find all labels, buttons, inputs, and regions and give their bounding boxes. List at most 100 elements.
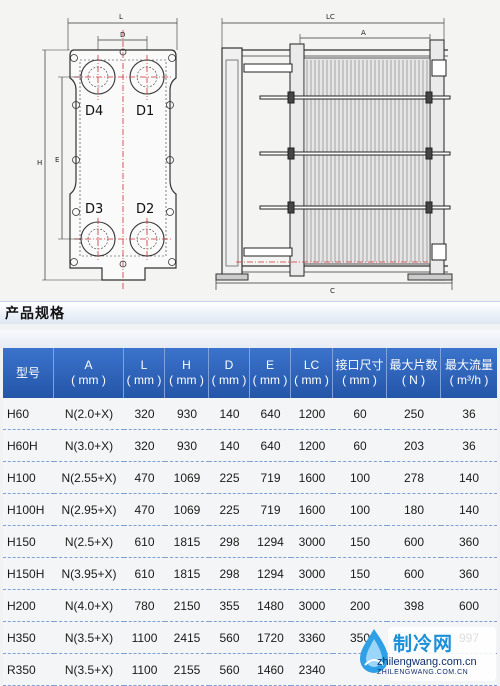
table-cell: 1069 [165, 494, 209, 526]
table-cell: 1294 [250, 558, 291, 590]
column-header-unit: ( mm ) [342, 373, 377, 387]
column-header-unit: ( mm ) [71, 373, 106, 387]
table-cell: 2340 [291, 654, 333, 686]
table-cell: N(4.0+X) [54, 590, 124, 622]
table-cell: 2155 [165, 654, 209, 686]
table-cell: 560 [209, 654, 250, 686]
dim-label-l: L [119, 13, 123, 21]
table-cell: 1815 [165, 558, 209, 590]
section-title: 产品规格 [5, 306, 65, 322]
table-cell: 470 [124, 462, 165, 494]
section-subbar [0, 330, 500, 348]
table-cell: 150 [333, 526, 387, 558]
table-cell: 225 [209, 494, 250, 526]
table-cell: 3000 [291, 526, 333, 558]
column-header-unit: ( mm ) [294, 373, 329, 387]
table-cell: 1460 [250, 654, 291, 686]
table-cell: N(2.55+X) [54, 462, 124, 494]
table-cell: 1200 [291, 430, 333, 462]
model-cell: H100 [3, 462, 54, 494]
table-cell: 1815 [165, 526, 209, 558]
column-header: 型号 [3, 348, 54, 398]
dim-label-h: H [37, 159, 42, 167]
table-cell: 1294 [250, 526, 291, 558]
table-cell: 225 [209, 462, 250, 494]
model-cell: H150H [3, 558, 54, 590]
column-header-unit: ( mm ) [211, 373, 247, 387]
site-logo [360, 627, 496, 681]
table-cell: 1480 [250, 590, 291, 622]
table-cell: 360 [441, 526, 497, 558]
tie-bolts [243, 59, 451, 261]
column-header: 最大流量( m³/h ) [441, 348, 497, 398]
dim-label-lc: LC [326, 13, 335, 21]
table-cell: 610 [124, 558, 165, 590]
column-header-title: 最大流量 [444, 358, 493, 372]
port-label-d4: D4 [85, 104, 103, 119]
model-cell: R350 [3, 654, 54, 686]
table-cell: 200 [333, 590, 387, 622]
table-cell: N(3.0+X) [54, 430, 124, 462]
table-cell: 298 [209, 526, 250, 558]
table-cell: 719 [250, 462, 291, 494]
column-header: 最大片数( N ) [387, 348, 441, 398]
table-cell: N(3.5+X) [54, 654, 124, 686]
column-header: L( mm ) [124, 348, 165, 398]
dim-label-a: A [361, 29, 366, 37]
table-cell: 36 [441, 398, 497, 430]
table-cell: 180 [387, 494, 441, 526]
table-cell: 470 [124, 494, 165, 526]
table-cell: 298 [209, 558, 250, 590]
table-cell: 250 [387, 398, 441, 430]
table-cell: 60 [333, 398, 387, 430]
table-cell: 930 [165, 398, 209, 430]
column-header-title: L [140, 358, 148, 372]
table-cell: N(3.5+X) [54, 622, 124, 654]
column-header-unit: ( mm ) [169, 373, 204, 387]
table-cell: 150 [333, 558, 387, 590]
model-cell: H60 [3, 398, 54, 430]
table-cell: 355 [209, 590, 250, 622]
table-cell: N(2.5+X) [54, 526, 124, 558]
table-cell: 100 [333, 494, 387, 526]
model-cell: H350 [3, 622, 54, 654]
column-header-title: 最大片数 [389, 358, 438, 372]
table-cell: 1100 [124, 654, 165, 686]
table-cell: 560 [209, 622, 250, 654]
model-cell: H60H [3, 430, 54, 462]
port-label-d3: D3 [85, 202, 103, 217]
table-cell: 140 [441, 494, 497, 526]
column-header-unit: ( m³/h ) [449, 373, 489, 387]
column-header-unit: ( mm ) [126, 373, 162, 387]
table-cell: 640 [250, 398, 291, 430]
table-cell: 360 [441, 558, 497, 590]
column-header-unit: ( mm ) [252, 373, 288, 387]
dim-label-c: C [330, 287, 335, 295]
table-cell: 36 [441, 430, 497, 462]
table-cell: 610 [124, 526, 165, 558]
table-cell: 1600 [291, 494, 333, 526]
table-cell: 1200 [291, 398, 333, 430]
table-cell: 600 [387, 526, 441, 558]
table-cell: 780 [124, 590, 165, 622]
model-cell: H100H [3, 494, 54, 526]
plate-pack-lines [306, 60, 428, 262]
table-cell: 600 [387, 558, 441, 590]
model-cell: H200 [3, 590, 54, 622]
table-cell: 398 [387, 590, 441, 622]
table-cell: 719 [250, 494, 291, 526]
table-cell: 1720 [250, 622, 291, 654]
model-cell: H150 [3, 526, 54, 558]
column-header-title: 接口尺寸 [335, 358, 384, 372]
port-label-d2: D2 [136, 202, 154, 217]
logo-url: zhilengwang.com.cn [377, 656, 477, 668]
table-cell: 140 [209, 430, 250, 462]
table-cell: 3360 [291, 622, 333, 654]
